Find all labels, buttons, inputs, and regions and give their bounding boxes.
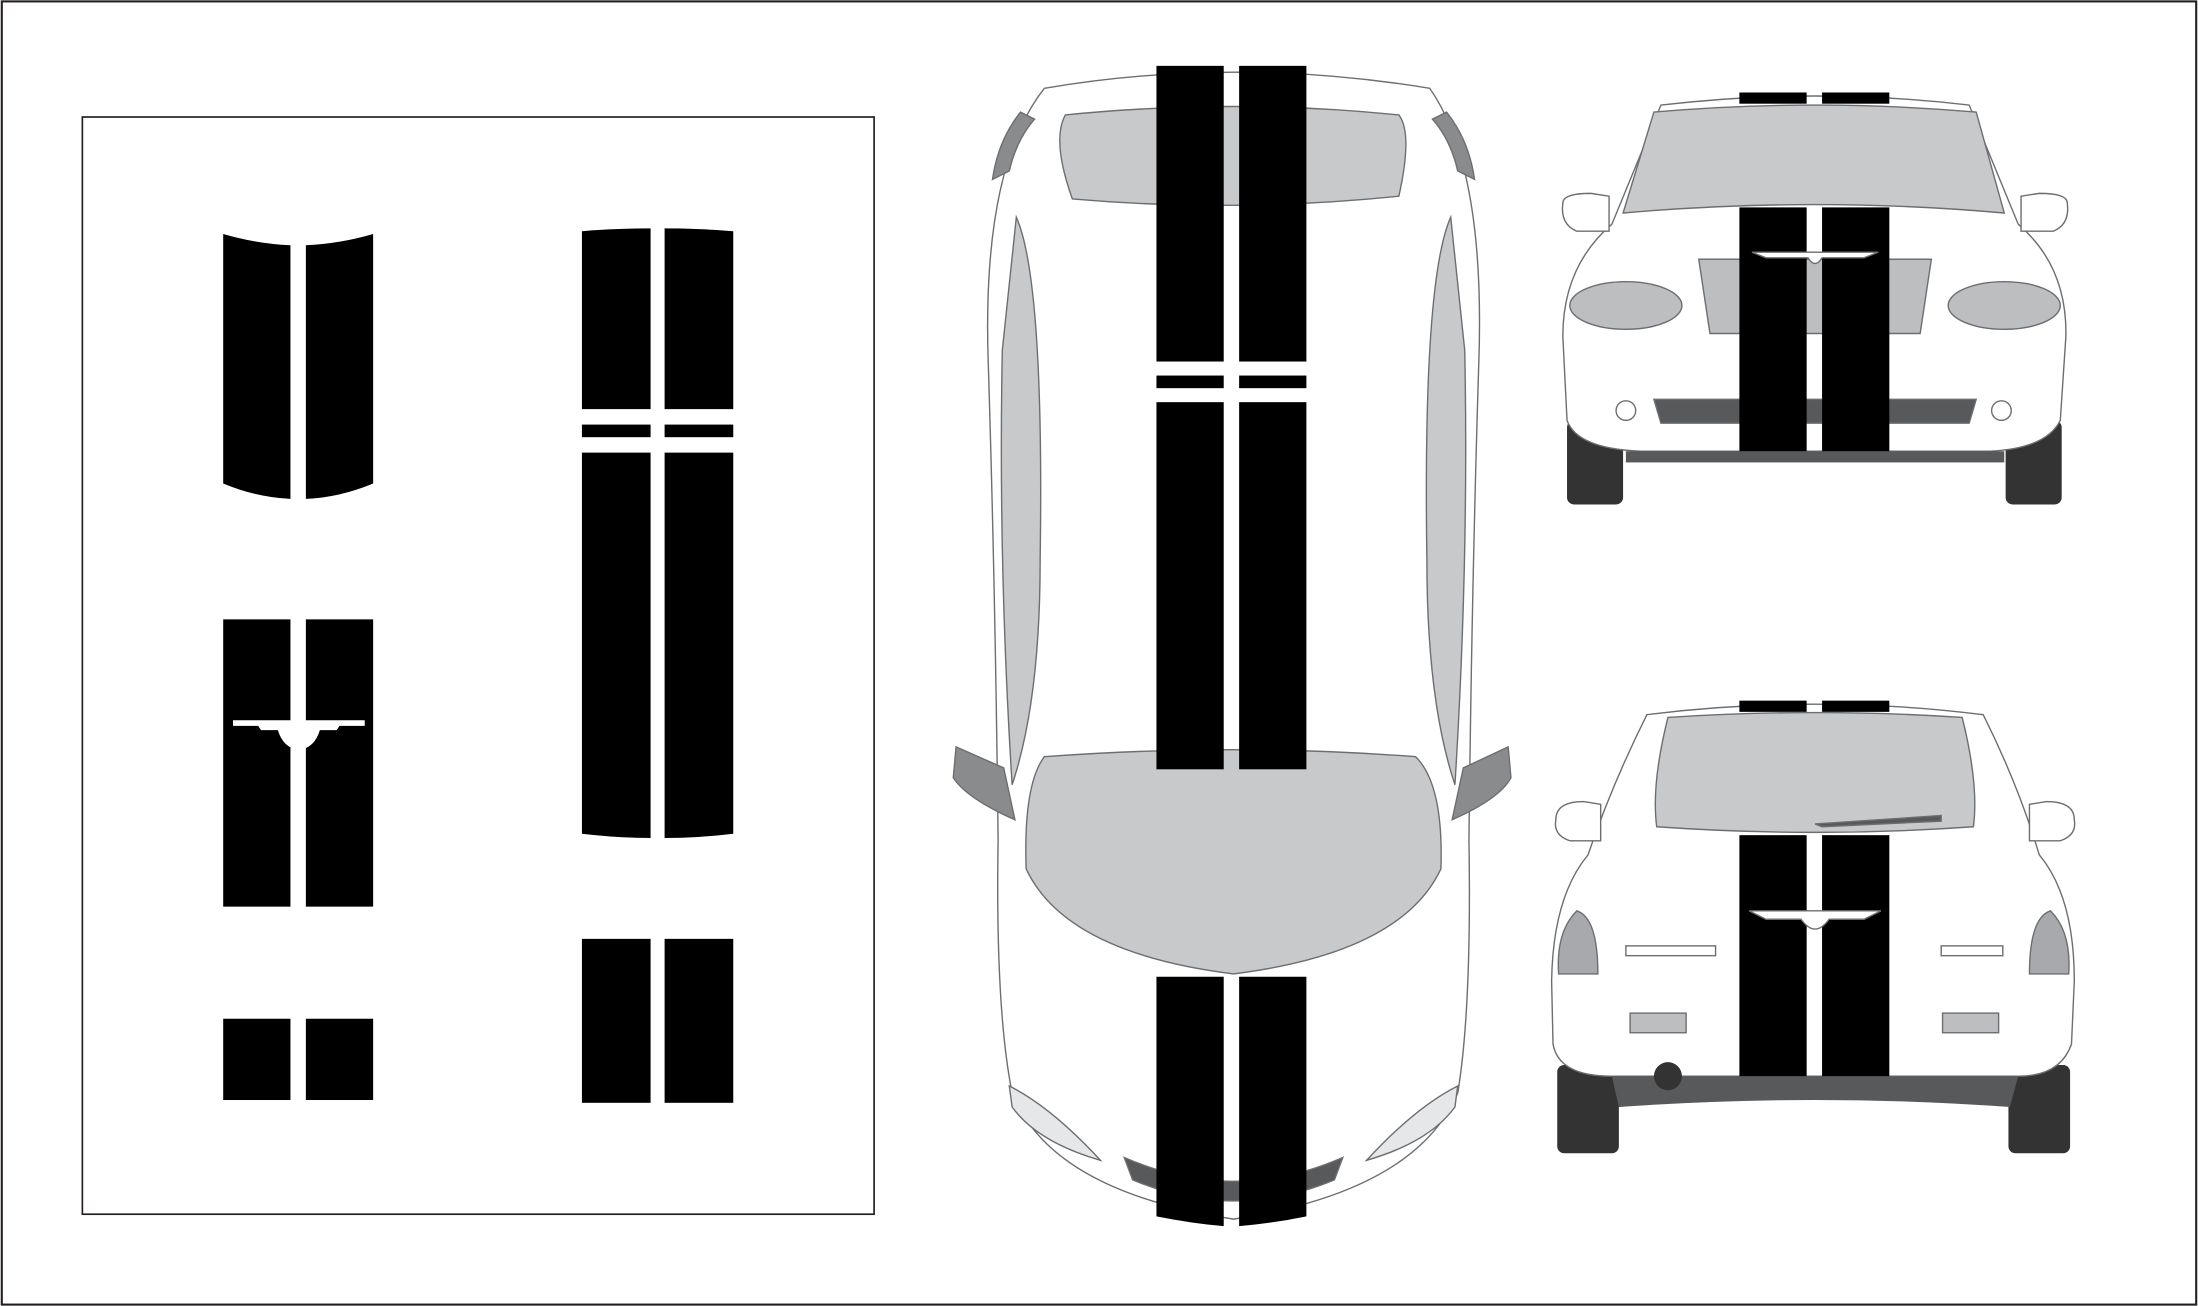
rear-stripe-left (581, 938, 651, 1103)
grille-stripe-right (305, 619, 374, 907)
front-stripe-left-roof (1739, 92, 1807, 104)
bumper-stripe-right (305, 1018, 374, 1101)
rear-mirror-right (2028, 800, 2076, 842)
rear-view-stripes (1739, 700, 1890, 1077)
side-mirror-left (952, 745, 1016, 821)
car-top-view (952, 65, 1512, 1227)
front-view-stripes (1739, 92, 1890, 452)
grille (1697, 258, 1933, 335)
exhaust-pipe (1653, 1062, 1682, 1091)
taillight-right (2028, 910, 2070, 975)
front-stripe-left (1739, 207, 1807, 452)
roof-stripe-right-upper (664, 228, 734, 410)
grille-stripe-pieces (223, 619, 374, 907)
rear-tire-right (2008, 1064, 2071, 1154)
reflector-left (1625, 945, 1717, 957)
car-body-outline (986, 71, 1481, 1220)
front-mirror-right (2020, 192, 2069, 232)
front-skid-plate (1625, 451, 2005, 463)
top-stripe-right-rear (1239, 65, 1307, 362)
roof-stripe-left-upper (581, 228, 651, 410)
top-bar-right (1239, 375, 1307, 389)
rear-stripe-right-roof (1822, 700, 1890, 712)
hood-stripe-left (223, 234, 291, 499)
rear-stripe-right (664, 938, 734, 1103)
reflector-right (1940, 945, 2004, 957)
headlight-right (1364, 1084, 1459, 1162)
front-windshield (1622, 104, 2006, 214)
headlight-left (1569, 280, 1683, 331)
front-mirror-left (1561, 192, 1610, 232)
headlight-left (1008, 1084, 1103, 1162)
rear-mirror-left (1554, 800, 1602, 842)
top-stripe-left-roof (1156, 402, 1224, 770)
lower-bumper-intake (1652, 398, 1978, 424)
rear-stripe-left (1739, 835, 1807, 1077)
rear-window (1059, 105, 1407, 207)
side-mirror-right (1451, 745, 1512, 821)
roof-bar-left (581, 424, 651, 438)
logo-cutout (233, 720, 365, 750)
car-front-view (1561, 92, 2069, 505)
decal-pieces-panel (81, 116, 875, 1216)
rear-lamp-right (1941, 1012, 2000, 1034)
roof-stripe-right-lower (664, 452, 734, 838)
rear-logo (1748, 910, 1882, 930)
side-window-right (1425, 214, 1467, 785)
top-stripe-right-hood (1239, 976, 1307, 1227)
rear-diffuser (1611, 1076, 2019, 1108)
top-stripe-left-hood (1156, 976, 1224, 1227)
panel-border (81, 116, 875, 1216)
front-stripe-right-roof (1822, 92, 1890, 104)
top-bar-left (1156, 375, 1224, 389)
rear-tire-left (1557, 1064, 1619, 1154)
rear-stripe-pieces (581, 938, 734, 1103)
bumper-stripe-pieces (223, 1018, 374, 1101)
roof-stripe-left-lower (581, 452, 651, 838)
taillight-left (1557, 910, 1599, 975)
fog-light-left (1615, 400, 1637, 422)
rear-window (1654, 711, 1976, 834)
rear-wiper (1814, 814, 1942, 828)
hood-stripe-pieces (223, 234, 374, 499)
rear-stripe-left-roof (1739, 700, 1807, 712)
top-stripe-left-rear (1156, 65, 1224, 362)
rear-pillar-right (1431, 111, 1476, 181)
roof-stripe-pieces (581, 228, 734, 838)
fog-light-right (1990, 400, 2012, 422)
bumper-stripe-left (223, 1018, 291, 1101)
side-window-left (1000, 214, 1042, 785)
headlight-right (1947, 280, 2061, 331)
hood-stripe-right (305, 234, 374, 499)
front-stripe-right (1822, 207, 1890, 452)
rear-pillar-left (991, 111, 1036, 181)
front-logo (1751, 251, 1879, 265)
car-rear-view (1550, 700, 2076, 1154)
roof-bar-right (664, 424, 734, 438)
grille-stripe-left (223, 619, 291, 907)
top-stripe-right-roof (1239, 402, 1307, 770)
rear-stripe-right (1822, 835, 1890, 1077)
rear-lamp-left (1629, 1012, 1687, 1034)
top-view-stripes (1156, 65, 1307, 1227)
